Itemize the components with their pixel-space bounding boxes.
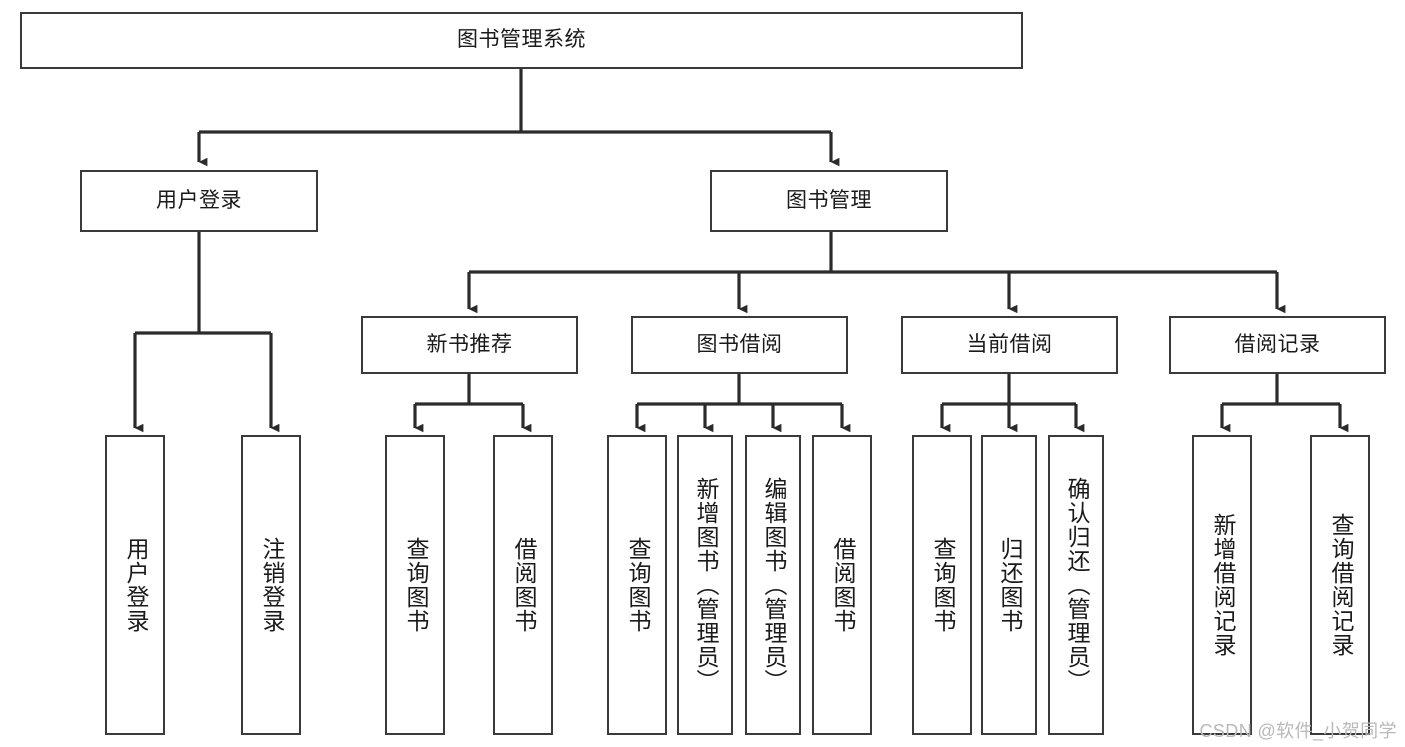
node-borrow-record-label: 借阅记录 xyxy=(1234,332,1321,356)
node-leaf-add-book-label: 新增图书（管理员） xyxy=(692,477,719,693)
node-leaf-query-record[interactable]: 查询借阅记录 xyxy=(1310,435,1370,735)
node-root-label: 图书管理系统 xyxy=(457,28,586,52)
node-current-borrow-label: 当前借阅 xyxy=(966,332,1053,356)
node-leaf-query-book-1-label: 查询图书 xyxy=(402,537,429,633)
node-leaf-edit-book[interactable]: 编辑图书（管理员） xyxy=(745,435,801,735)
node-book-borrow[interactable]: 图书借阅 xyxy=(631,316,848,374)
node-leaf-borrow-book-2[interactable]: 借阅图书 xyxy=(812,435,872,735)
node-leaf-return-book[interactable]: 归还图书 xyxy=(981,435,1037,735)
node-leaf-query-record-label: 查询借阅记录 xyxy=(1327,513,1354,657)
node-leaf-user-login-label: 用户登录 xyxy=(122,537,149,633)
node-book-manage[interactable]: 图书管理 xyxy=(710,170,948,232)
node-leaf-user-logout-label: 注销登录 xyxy=(258,537,285,633)
node-leaf-query-book-3[interactable]: 查询图书 xyxy=(912,435,972,735)
node-leaf-query-book-2[interactable]: 查询图书 xyxy=(607,435,667,735)
node-current-borrow[interactable]: 当前借阅 xyxy=(901,316,1118,374)
node-leaf-return-book-label: 归还图书 xyxy=(996,537,1023,633)
node-leaf-add-record-label: 新增借阅记录 xyxy=(1209,513,1236,657)
node-leaf-borrow-book-2-label: 借阅图书 xyxy=(829,537,856,633)
node-leaf-borrow-book-1[interactable]: 借阅图书 xyxy=(493,435,553,735)
node-leaf-query-book-3-label: 查询图书 xyxy=(929,537,956,633)
node-leaf-add-record[interactable]: 新增借阅记录 xyxy=(1192,435,1252,735)
node-book-borrow-label: 图书借阅 xyxy=(696,332,783,356)
node-borrow-record[interactable]: 借阅记录 xyxy=(1169,316,1386,374)
node-user-login[interactable]: 用户登录 xyxy=(80,170,318,232)
node-user-login-label: 用户登录 xyxy=(156,188,242,212)
node-new-book-rec-label: 新书推荐 xyxy=(426,332,513,356)
node-book-manage-label: 图书管理 xyxy=(786,188,872,212)
node-leaf-query-book-2-label: 查询图书 xyxy=(624,537,651,633)
node-leaf-confirm-return-label: 确认归还（管理员） xyxy=(1063,477,1090,693)
node-new-book-rec[interactable]: 新书推荐 xyxy=(361,316,578,374)
node-leaf-confirm-return[interactable]: 确认归还（管理员） xyxy=(1048,435,1104,735)
node-leaf-borrow-book-1-label: 借阅图书 xyxy=(510,537,537,633)
node-leaf-add-book[interactable]: 新增图书（管理员） xyxy=(677,435,733,735)
node-leaf-query-book-1[interactable]: 查询图书 xyxy=(385,435,445,735)
node-leaf-user-logout[interactable]: 注销登录 xyxy=(241,435,301,735)
csdn-watermark: CSDN @软件_小贺同学 xyxy=(1199,721,1397,741)
node-leaf-user-login[interactable]: 用户登录 xyxy=(105,435,165,735)
node-leaf-edit-book-label: 编辑图书（管理员） xyxy=(760,477,787,693)
node-root[interactable]: 图书管理系统 xyxy=(20,12,1023,69)
